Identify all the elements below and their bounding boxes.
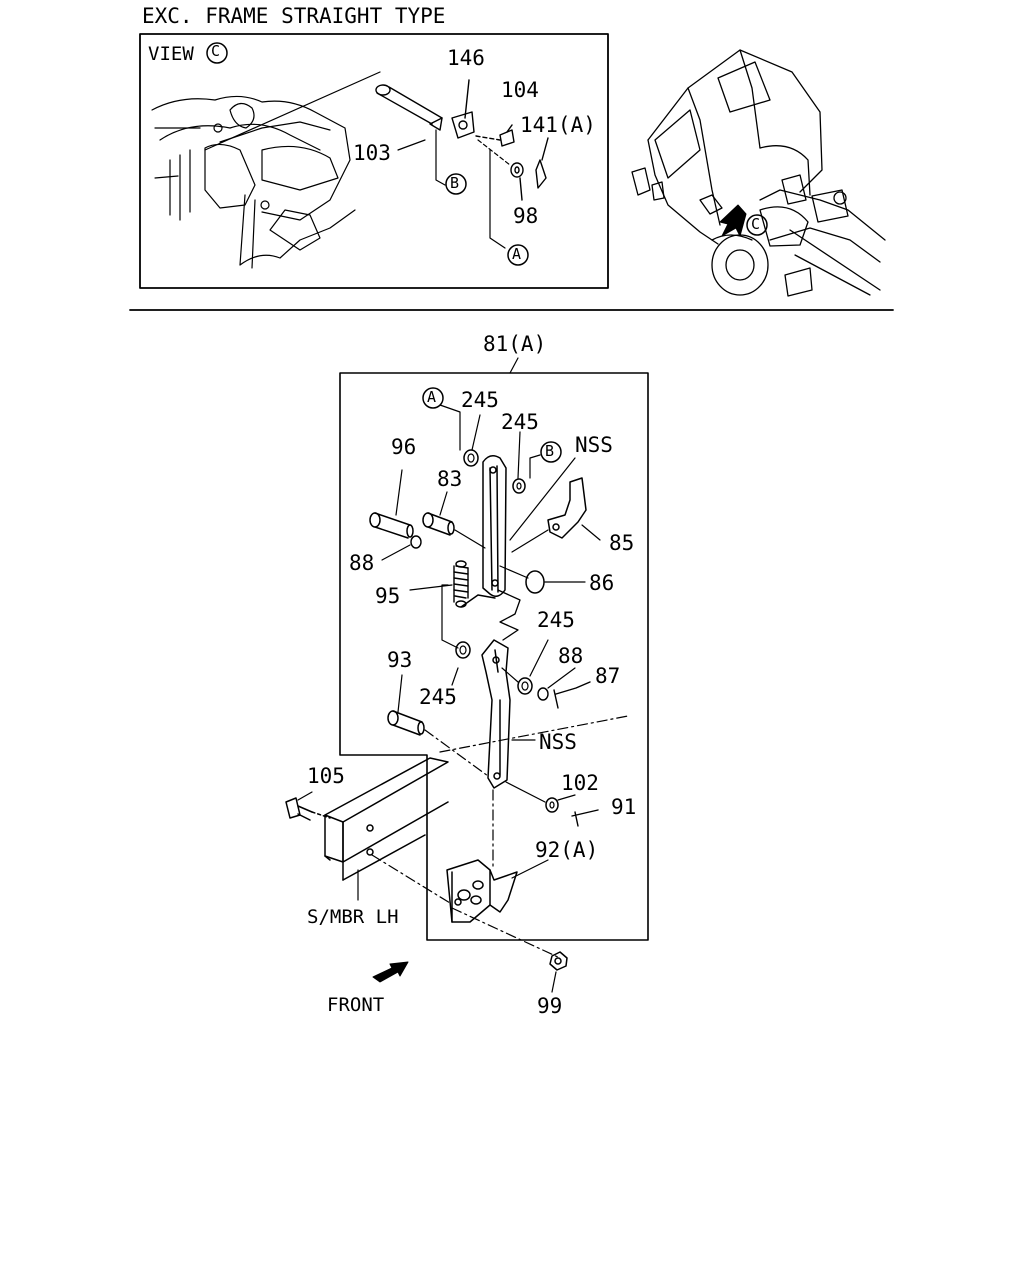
nut-99	[549, 951, 568, 993]
bracket-85	[547, 477, 587, 539]
label-91: 91	[611, 795, 637, 819]
pin-103	[375, 84, 443, 131]
label-81a: 81(A)	[483, 332, 547, 356]
ring-86	[525, 570, 545, 594]
washer-245-right	[512, 478, 526, 494]
view-circle-letter: C	[211, 42, 221, 60]
label-141a: 141(A)	[520, 113, 596, 137]
pin-83	[422, 491, 486, 549]
ref-a-main-circle	[422, 387, 444, 409]
truck-sketch	[631, 49, 886, 297]
bolt-105	[285, 791, 331, 821]
label-99: 99	[537, 994, 563, 1018]
leader-103	[397, 139, 426, 151]
ref-a-main-letter: A	[427, 388, 437, 406]
label-245-lower-right: 245	[537, 608, 575, 632]
label-85: 85	[609, 531, 635, 555]
nut-102	[545, 797, 559, 813]
ref-b-top-letter: B	[450, 174, 460, 192]
washer-88-upper	[410, 535, 422, 549]
truck-circle-c	[746, 214, 768, 236]
label-87: 87	[595, 664, 621, 688]
label-105: 105	[307, 764, 345, 788]
view-c-engine-sketch	[151, 71, 381, 269]
pin-91	[571, 809, 599, 827]
lower-link-arm	[481, 639, 511, 789]
truck-circle-letter: C	[751, 215, 761, 233]
leader-81	[509, 357, 519, 374]
label-245-right: 245	[501, 410, 539, 434]
label-95: 95	[375, 584, 401, 608]
bolt-93	[387, 674, 425, 736]
label-102: 102	[561, 771, 599, 795]
side-member-frame	[324, 757, 449, 901]
pin-96	[369, 469, 414, 539]
leader-b-main	[529, 454, 541, 479]
washer-88-lower	[537, 687, 549, 701]
washer-98	[510, 162, 524, 201]
diagram-title: EXC. FRAME STRAIGHT TYPE	[142, 4, 446, 28]
label-92a: 92(A)	[535, 838, 599, 862]
washer-245-lower-right	[517, 677, 533, 695]
upper-link-arm	[482, 455, 507, 597]
label-front: FRONT	[327, 994, 385, 1016]
assembly-81-boundary	[339, 372, 649, 941]
label-83: 83	[437, 467, 463, 491]
ref-b-main-circle	[540, 441, 562, 463]
label-146: 146	[447, 46, 485, 70]
spring-95	[409, 560, 496, 649]
label-nss-upper: NSS	[575, 433, 613, 457]
label-98: 98	[513, 204, 539, 228]
bracket-146	[451, 79, 475, 139]
view-c-frame	[139, 33, 609, 289]
label-nss-lower: NSS	[539, 730, 577, 754]
label-245-top: 245	[461, 388, 499, 412]
leader-b-top	[435, 129, 446, 186]
ref-b-main-letter: B	[545, 442, 555, 460]
view-c-arrow	[719, 204, 747, 237]
washer-245-lower-left	[455, 641, 471, 659]
label-93: 93	[387, 648, 413, 672]
bracket-92	[446, 859, 549, 923]
label-103: 103	[353, 141, 391, 165]
label-88-upper: 88	[349, 551, 375, 575]
label-245-lower-left: 245	[419, 685, 457, 709]
front-arrow	[372, 961, 409, 983]
ref-b-top-circle	[445, 173, 467, 195]
break-line	[497, 589, 521, 641]
view-label: VIEW	[148, 43, 194, 65]
bolt-104	[475, 124, 515, 147]
cotter-87	[553, 681, 591, 709]
label-96: 96	[391, 435, 417, 459]
label-88-lower: 88	[558, 644, 584, 668]
leader-a-main	[439, 404, 461, 451]
label-side-member: S/MBR LH	[307, 906, 399, 928]
label-86: 86	[589, 571, 615, 595]
ref-a-top-circle	[507, 244, 529, 266]
dash-93	[424, 729, 489, 777]
washer-245-top	[463, 449, 479, 467]
label-104: 104	[501, 78, 539, 102]
view-circle	[206, 42, 228, 64]
cotter-141	[535, 137, 549, 189]
leader-a-top	[489, 149, 506, 249]
ref-a-top-letter: A	[512, 245, 522, 263]
